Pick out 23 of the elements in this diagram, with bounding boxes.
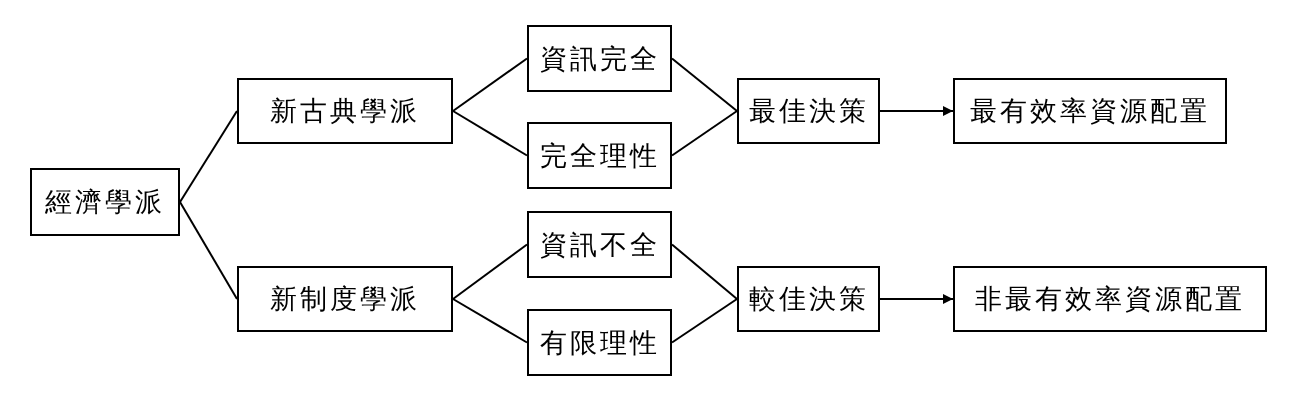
process-box: 最有效率資源配置 [953,78,1227,144]
connector-line [179,201,238,300]
connector-line [452,57,528,112]
process-box: 最佳決策 [737,78,880,144]
connector-line [671,110,738,157]
arrow [879,106,954,116]
process-box: 資訊不全 [527,211,672,278]
process-box: 經濟學派 [30,168,180,236]
connector-line [452,298,528,344]
process-box: 完全理性 [527,122,672,189]
connector-line [452,243,528,300]
connector-line [179,110,238,203]
connector-line [671,298,738,344]
connector-line [671,243,738,300]
process-box: 較佳決策 [737,266,880,332]
arrow [879,294,954,304]
process-box: 資訊完全 [527,25,672,92]
connector-line [671,57,738,112]
process-box: 新古典學派 [237,78,453,144]
process-box: 非最有效率資源配置 [953,266,1267,332]
connector-line [452,110,528,157]
process-box: 新制度學派 [237,266,453,332]
process-box: 有限理性 [527,309,672,376]
